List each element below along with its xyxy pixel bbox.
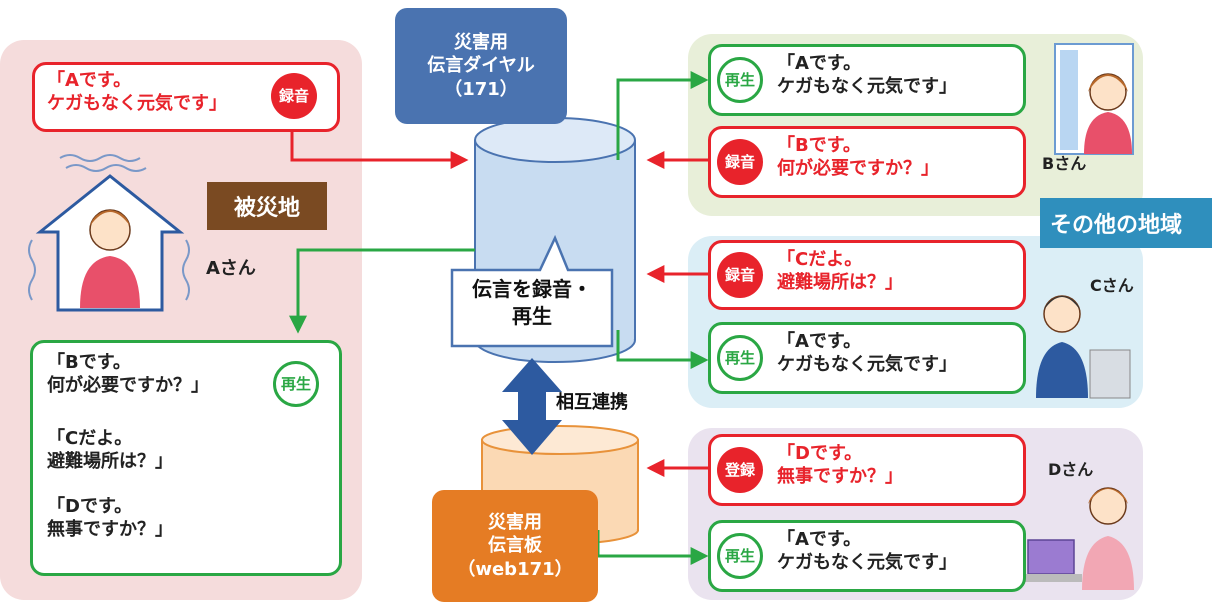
c-send-message: 録音 「Cだよ。 避難場所は？」 <box>708 240 1026 310</box>
c-play-message-text: 「Aです。 ケガもなく元気です」 <box>777 331 957 376</box>
person-b-illustration <box>1054 43 1134 155</box>
board-service-label: 災害用 伝言板 （web171） <box>432 490 598 602</box>
d-play-message-text: 「Aです。 ケガもなく元気です」 <box>777 529 957 574</box>
a-play-badge: 再生 <box>273 361 319 407</box>
person-d-illustration <box>1020 487 1134 590</box>
other-area-title: その他の地域 <box>1040 198 1212 248</box>
a-record-message-text: 「Aです。 ケガもなく元気です」 <box>47 70 227 115</box>
person-a-name: Aさん <box>206 258 256 279</box>
person-c-name: Cさん <box>1090 276 1134 295</box>
disaster-area-title: 被災地 <box>207 182 327 230</box>
b-send-message: 録音 「Bです。 何が必要ですか？」 <box>708 126 1026 198</box>
dial-service-label: 災害用 伝言ダイヤル （171） <box>395 8 567 124</box>
c-send-message-text: 「Cだよ。 避難場所は？」 <box>777 249 903 294</box>
link-label: 相互連携 <box>556 392 628 413</box>
c-play-badge: 再生 <box>717 335 763 381</box>
b-send-message-text: 「Bです。 何が必要ですか？」 <box>777 135 939 180</box>
received-message-c: 「Cだよ。 避難場所は？」 <box>47 428 173 473</box>
link-arrow <box>502 358 562 455</box>
d-send-message-text: 「Dです。 無事ですか？」 <box>777 443 903 488</box>
d-send-badge: 登録 <box>717 447 763 493</box>
person-b-name: Bさん <box>1042 154 1087 173</box>
b-play-badge: 再生 <box>717 57 763 103</box>
person-d-name: Dさん <box>1048 460 1094 479</box>
c-send-badge: 録音 <box>717 252 763 298</box>
received-message-b: 「Bです。 何が必要ですか？」 <box>47 352 209 397</box>
b-play-message: 再生 「Aです。 ケガもなく元気です」 <box>708 44 1026 116</box>
received-message-d: 「Dです。 無事ですか？」 <box>47 496 173 541</box>
a-record-badge: 録音 <box>271 73 317 119</box>
center-bubble-text: 伝言を録音・ 再生 <box>472 277 592 328</box>
d-play-badge: 再生 <box>717 533 763 579</box>
person-c-illustration <box>1036 295 1131 399</box>
person-a-illustration <box>80 209 140 308</box>
b-play-message-text: 「Aです。 ケガもなく元気です」 <box>777 53 957 98</box>
d-play-message: 再生 「Aです。 ケガもなく元気です」 <box>708 520 1026 592</box>
a-received-messages: 「Bです。 何が必要ですか？」 「Cだよ。 避難場所は？」 「Dです。 無事です… <box>30 340 342 576</box>
d-send-message: 登録 「Dです。 無事ですか？」 <box>708 434 1026 506</box>
c-play-message: 再生 「Aです。 ケガもなく元気です」 <box>708 322 1026 394</box>
b-send-badge: 録音 <box>717 139 763 185</box>
a-record-message: 「Aです。 ケガもなく元気です」 録音 <box>32 62 340 132</box>
